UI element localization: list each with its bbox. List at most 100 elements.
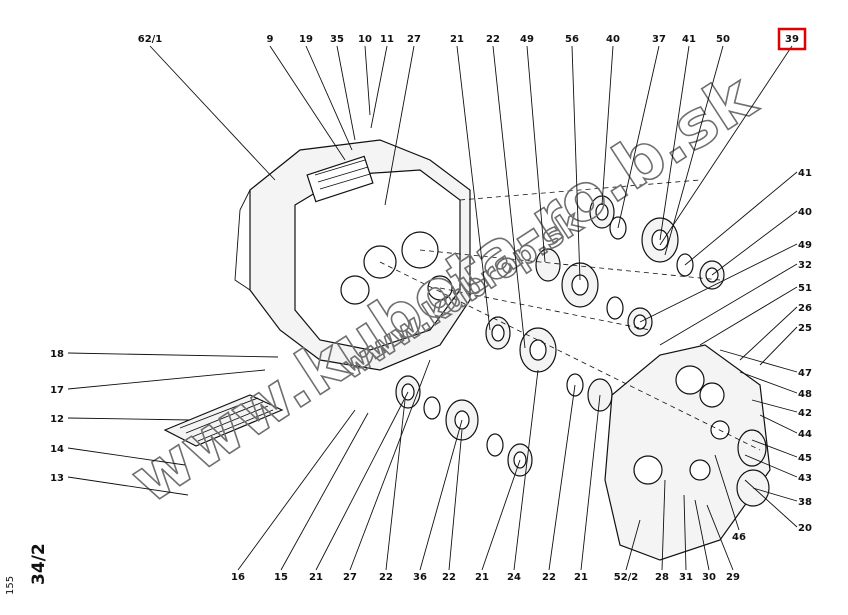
callout-top-21: 21 xyxy=(450,34,464,45)
gearbox-housing xyxy=(234,139,471,371)
callout-bottom-21: 21 xyxy=(574,572,588,583)
callout-right-41: 41 xyxy=(798,168,812,179)
leader-right-20 xyxy=(744,479,798,528)
callout-right-45: 45 xyxy=(798,453,812,464)
callout-top-37: 37 xyxy=(652,34,666,45)
callout-bottom-36: 36 xyxy=(413,572,427,583)
leader-right-48 xyxy=(739,371,798,394)
callout-top-62/1: 62/1 xyxy=(138,34,163,45)
callout-bottom-29: 29 xyxy=(726,572,740,583)
page-label: 34/2 xyxy=(29,543,49,585)
callout-top-50: 50 xyxy=(716,34,730,45)
leader-top-37 xyxy=(617,45,660,229)
leader-right-41 xyxy=(684,171,798,266)
callout-bottom-22: 22 xyxy=(379,572,393,583)
leader-top-27 xyxy=(384,45,415,206)
leader-top-21 xyxy=(456,45,491,331)
leader-right-43 xyxy=(744,454,798,478)
callout-top-39: 39 xyxy=(785,34,799,45)
leader-top-62/1 xyxy=(149,45,276,181)
leader-top-10 xyxy=(364,45,371,116)
callout-bottom-24: 24 xyxy=(507,572,521,583)
callout-right-26: 26 xyxy=(798,303,812,314)
leader-bottom-21 xyxy=(481,459,521,571)
leader-bottom-28 xyxy=(661,479,666,571)
callout-bottom-21: 21 xyxy=(309,572,323,583)
leader-top-50 xyxy=(664,45,724,256)
callout-bottom-31: 31 xyxy=(679,572,693,583)
callout-right-51: 51 xyxy=(798,283,812,294)
leader-bottom-27 xyxy=(349,359,431,571)
callout-bottom-30: 30 xyxy=(702,572,716,583)
leader-right-49 xyxy=(639,243,798,323)
leader-right-44 xyxy=(759,414,798,434)
leader-bottom-24 xyxy=(513,369,539,571)
leader-bottom-52/2 xyxy=(625,519,641,571)
leader-left-17 xyxy=(67,369,266,390)
leader-top-11 xyxy=(370,45,388,129)
leader-top-49 xyxy=(526,45,546,263)
callout-right-49: 49 xyxy=(798,240,812,251)
leader-top-41 xyxy=(659,45,690,241)
callout-right-25: 25 xyxy=(798,323,812,334)
callout-right-32: 32 xyxy=(798,260,812,271)
callout-top-49: 49 xyxy=(520,34,534,45)
leader-right-32 xyxy=(659,263,798,346)
callout-top-35: 35 xyxy=(330,34,344,45)
leader-left-14 xyxy=(67,447,186,466)
leader-top-40 xyxy=(601,45,614,206)
callout-bottom-15: 15 xyxy=(274,572,288,583)
highlight-box xyxy=(777,27,807,51)
leader-right-47 xyxy=(719,349,798,373)
callout-top-19: 19 xyxy=(299,34,313,45)
leader-right-25 xyxy=(759,326,798,366)
leader-bottom-29 xyxy=(706,504,734,571)
cover-plate xyxy=(163,394,284,447)
leader-top-39 xyxy=(659,45,793,246)
leader-bottom-31 xyxy=(683,494,687,571)
callout-right-42: 42 xyxy=(798,408,812,419)
callout-right-43: 43 xyxy=(798,473,812,484)
callout-top-41: 41 xyxy=(682,34,696,45)
callout-top-27: 27 xyxy=(407,34,421,45)
callout-right-38: 38 xyxy=(798,497,812,508)
page-number: 155 xyxy=(5,576,16,595)
callout-top-40: 40 xyxy=(606,34,620,45)
callout-left-17: 17 xyxy=(50,385,64,396)
leader-bottom-22 xyxy=(548,384,576,571)
leader-right-40 xyxy=(711,210,798,276)
callout-left-18: 18 xyxy=(50,349,64,360)
callout-top-11: 11 xyxy=(380,34,394,45)
end-cover xyxy=(604,344,771,561)
leader-bottom-22 xyxy=(448,429,463,571)
callout-bottom-46: 46 xyxy=(732,532,746,543)
leader-bottom-30 xyxy=(694,499,710,571)
callout-top-10: 10 xyxy=(358,34,372,45)
callout-bottom-28: 28 xyxy=(655,572,669,583)
leader-bottom-16 xyxy=(237,409,356,571)
leader-right-51 xyxy=(699,286,798,346)
leader-left-13 xyxy=(67,476,189,496)
callout-right-20: 20 xyxy=(798,523,812,534)
callout-bottom-27: 27 xyxy=(343,572,357,583)
leader-left-12 xyxy=(67,417,191,421)
leader-bottom-36 xyxy=(419,419,463,571)
callout-bottom-22: 22 xyxy=(542,572,556,583)
leader-top-22 xyxy=(492,45,526,349)
callout-top-22: 22 xyxy=(486,34,500,45)
leader-top-56 xyxy=(571,45,581,281)
leader-right-45 xyxy=(751,439,798,458)
callout-top-9: 9 xyxy=(267,34,274,45)
leader-right-38 xyxy=(752,487,798,502)
callout-right-44: 44 xyxy=(798,429,812,440)
leader-top-9 xyxy=(269,45,346,161)
callout-left-13: 13 xyxy=(50,473,64,484)
callout-right-48: 48 xyxy=(798,389,812,400)
callout-bottom-21: 21 xyxy=(475,572,489,583)
callout-left-14: 14 xyxy=(50,444,64,455)
callout-left-12: 12 xyxy=(50,414,64,425)
leader-bottom-21 xyxy=(315,391,409,571)
leader-bottom-46 xyxy=(714,454,740,531)
